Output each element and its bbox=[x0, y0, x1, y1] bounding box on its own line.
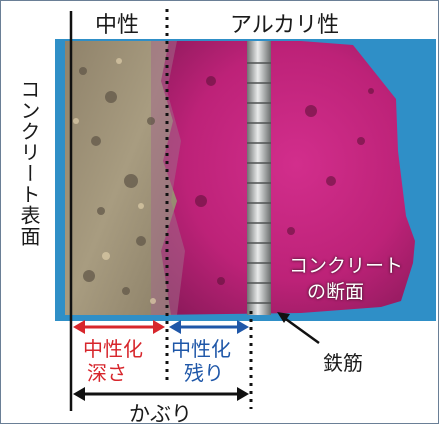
neutral-zone bbox=[65, 41, 177, 315]
remaining-label-line2: 残り bbox=[184, 361, 224, 385]
rebar-leader bbox=[277, 312, 320, 345]
alkaline-zone bbox=[151, 41, 415, 315]
cover-arrow bbox=[73, 387, 249, 401]
cover-label: かぶり bbox=[129, 402, 192, 424]
cross-section-label-line2: の断面 bbox=[307, 281, 365, 303]
aggregate-speckles bbox=[79, 67, 155, 295]
carbonation-depth-label-line1: 中性化 bbox=[83, 337, 143, 361]
rebar-label: 鉄筋 bbox=[323, 351, 363, 375]
carbonation-depth-label-line2: 深さ bbox=[87, 361, 127, 385]
cross-section-label-line1: コンクリート bbox=[289, 255, 404, 277]
rebar bbox=[247, 41, 271, 315]
alkaline-zone-label: アルカリ性 bbox=[230, 13, 340, 38]
carbonation-depth-arrow bbox=[73, 320, 165, 334]
remaining-label-line1: 中性化 bbox=[171, 337, 231, 361]
remaining-arrow bbox=[169, 320, 249, 334]
neutral-zone-label: 中性 bbox=[95, 13, 140, 38]
concrete-surface-label: コンクリート表面 bbox=[17, 79, 41, 247]
